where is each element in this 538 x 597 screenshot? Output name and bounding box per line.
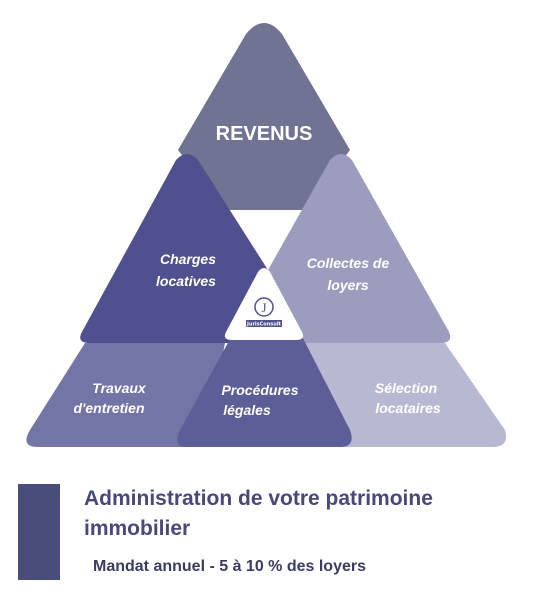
- label-travaux-1: Travaux: [92, 380, 147, 396]
- label-procedures-2: légales: [223, 402, 271, 418]
- label-charges-2: locatives: [156, 273, 216, 289]
- logo-badge: [224, 268, 304, 340]
- label-revenus: REVENUS: [216, 123, 313, 145]
- label-procedures-1: Procédures: [221, 382, 298, 398]
- logo-text-bg: [246, 320, 282, 327]
- segment-charges: [80, 154, 268, 343]
- segment-revenus: [178, 23, 350, 150]
- logo-icon: [254, 297, 274, 317]
- page-subtitle: Mandat annuel - 5 à 10 % des loyers: [93, 558, 366, 575]
- label-travaux-2: d'entretien: [73, 400, 144, 416]
- label-selection-2: locataires: [375, 400, 441, 416]
- logo-text: JurisConsult: [246, 322, 281, 328]
- segment-selection: [300, 343, 507, 447]
- pyramid-diagram: J JurisConsult REVENUS Charges locatives…: [26, 23, 507, 447]
- label-charges-1: Charges: [160, 251, 216, 267]
- segment-revenus-lower: [178, 150, 350, 210]
- segment-travaux: [26, 343, 225, 447]
- label-collectes-2: loyers: [327, 277, 368, 293]
- label-collectes-1: Collectes de: [307, 255, 390, 271]
- page-title: Administration de votre patrimoine immob…: [84, 487, 433, 540]
- logo-letter: J: [261, 300, 266, 315]
- segment-procedures: [177, 270, 352, 447]
- segment-collectes: [268, 154, 451, 343]
- label-selection-1: Sélection: [375, 380, 437, 396]
- accent-bar: [18, 484, 60, 580]
